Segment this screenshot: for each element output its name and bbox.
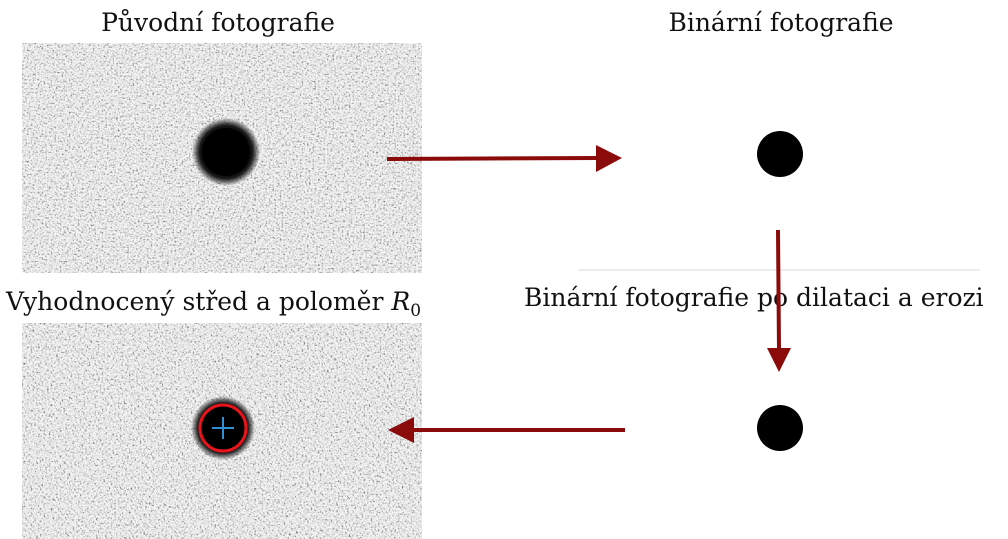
- hole: [202, 128, 250, 176]
- binary-hole: [757, 131, 803, 177]
- original-photo: [22, 43, 422, 273]
- arrow-right-icon: [386, 145, 622, 172]
- arrow-down-icon: [767, 229, 791, 372]
- fitted-radius-circle: [198, 403, 248, 453]
- label-binary-after-morphology: Binární fotografie po dilataci a erozi: [524, 283, 984, 312]
- arrow-left-icon: [388, 417, 625, 443]
- label-original-photo: Původní fotografie: [101, 8, 335, 37]
- label-binary-photo: Binární fotografie: [668, 8, 894, 37]
- evaluated-photo: [22, 323, 422, 539]
- radius-symbol: R0: [391, 287, 422, 321]
- binary-photo-cleaned: [730, 380, 830, 480]
- label-evaluated-center-radius: Vyhodnocený střed a poloměr R0: [6, 287, 421, 326]
- cleaned-hole: [757, 405, 803, 451]
- label-evaluated-text: Vyhodnocený střed a poloměr: [6, 287, 392, 316]
- crosshair-icon: [212, 417, 234, 439]
- binary-photo: [578, 43, 980, 271]
